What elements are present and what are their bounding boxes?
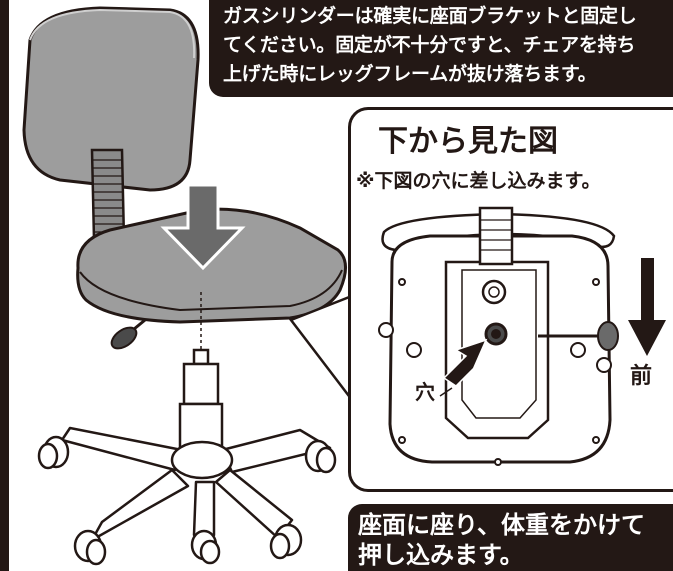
top-warning-note: ガスシリンダーは確実に座面ブラケットと固定し てください。固定が不十分ですと、チ…	[209, 0, 673, 97]
top-note-line-3: 上げた時にレッグフレームが抜け落ちます。	[223, 63, 597, 85]
bottom-note-line-2: 押し込みます。	[358, 541, 524, 569]
insert-arrow	[160, 183, 246, 271]
gas-lever	[110, 318, 146, 350]
seat	[76, 207, 347, 324]
top-note-line-2: てください。固定が不十分ですと、チェアを持ち	[223, 34, 636, 56]
top-note-line-1: ガスシリンダーは確実に座面ブラケットと固定し	[223, 5, 637, 27]
left-border	[0, 0, 9, 571]
panel-subtitle: ※下図の穴に差し込みます。	[356, 170, 601, 192]
front-label: 前	[630, 364, 653, 389]
casters	[37, 435, 337, 566]
panel-title: 下から見た図	[378, 124, 558, 159]
back-spring	[90, 148, 126, 242]
bottom-instruction-note: 座面に座り、体重をかけて 押し込みます。	[348, 504, 673, 571]
leg-base	[60, 426, 332, 542]
chair-back	[22, 6, 200, 192]
hole-label: 穴	[415, 380, 435, 404]
bottom-note-line-1: 座面に座り、体重をかけて	[358, 511, 646, 539]
